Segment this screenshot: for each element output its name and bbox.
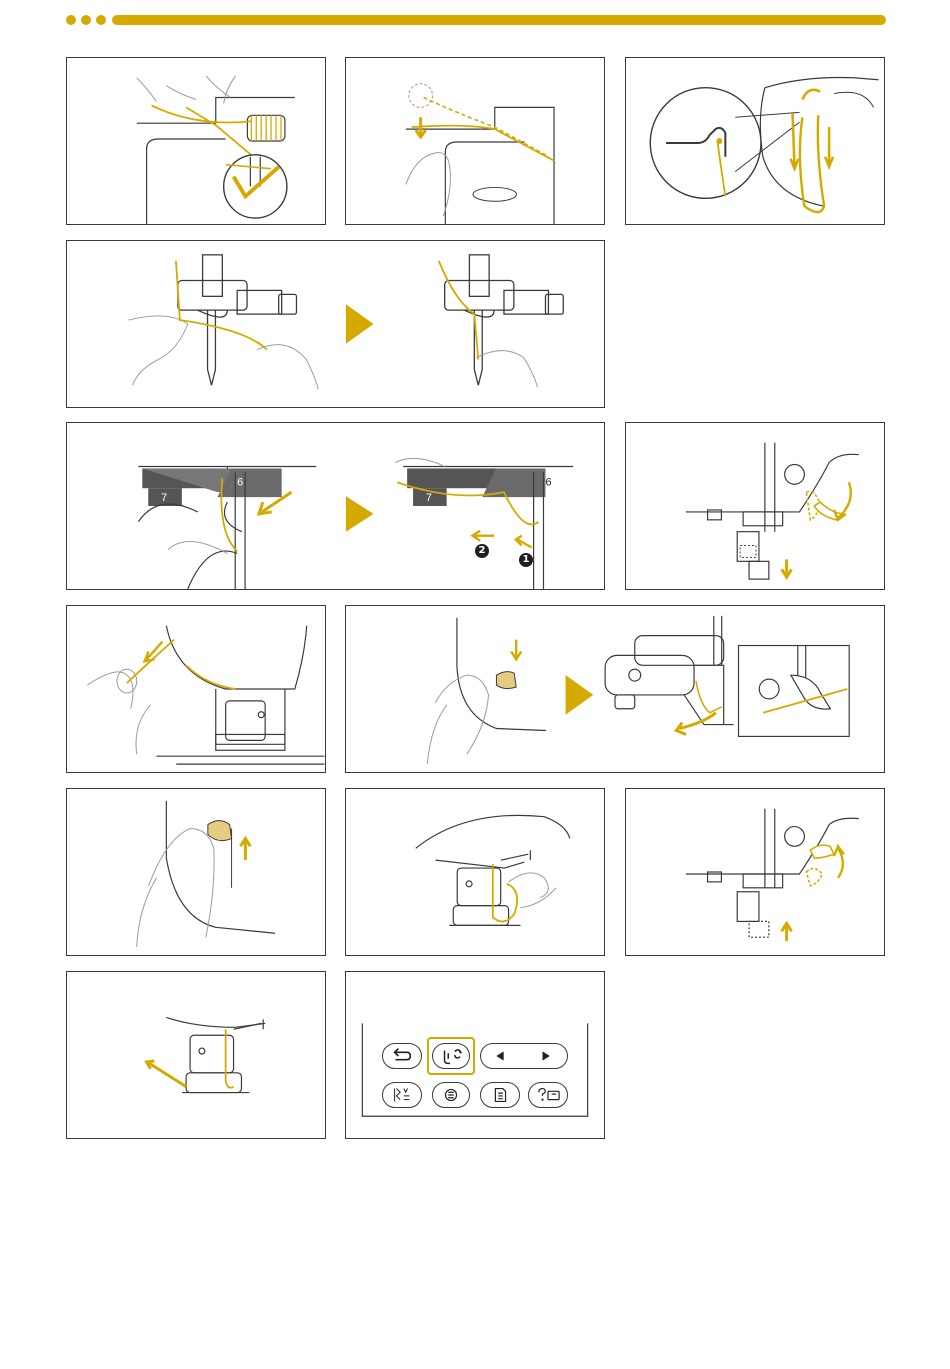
- header-dot: [96, 15, 106, 25]
- header-dot: [66, 15, 76, 25]
- header-stripe: [66, 14, 886, 26]
- help-machine-icon: [539, 1089, 559, 1101]
- figure-thread-take-up: [625, 57, 885, 225]
- figure-pull-thread-back: [66, 971, 326, 1139]
- document-button[interactable]: [480, 1082, 520, 1108]
- figure-control-panel: [345, 971, 605, 1139]
- stitch-pattern-icon: [395, 1089, 410, 1102]
- needle-threader-button[interactable]: [432, 1043, 470, 1069]
- figure-pull-thread-loop: [345, 788, 605, 956]
- return-arrow-icon: [395, 1049, 411, 1060]
- figure-lower-threading-lever: [345, 605, 885, 773]
- tension-dial-number: 7: [161, 492, 167, 504]
- right-triangle-icon: [542, 1051, 549, 1060]
- header-dot: [81, 15, 91, 25]
- left-triangle-icon: [496, 1051, 503, 1060]
- step-badge-2: 2: [475, 544, 489, 558]
- document-icon: [495, 1089, 505, 1102]
- tension-dial-number: 7: [426, 492, 432, 504]
- guide-number: 6: [237, 476, 243, 488]
- header-bar: [112, 15, 886, 25]
- guide-number: 6: [545, 476, 551, 488]
- figure-thread-through-presser-foot: [66, 605, 326, 773]
- figure-release-threading-lever: [66, 788, 326, 956]
- thread-button[interactable]: [432, 1082, 470, 1108]
- figure-raise-presser-lever: [625, 788, 885, 956]
- needle-threader-icon: [445, 1050, 462, 1063]
- figure-lower-presser-lever: [625, 422, 885, 590]
- back-button[interactable]: [382, 1043, 422, 1069]
- help-button[interactable]: [528, 1082, 568, 1108]
- spool-icon: [445, 1089, 456, 1100]
- figure-pull-thread-guide: [345, 57, 605, 225]
- figure-needle-bar-guide: [66, 240, 605, 408]
- step-badge-1: 1: [519, 553, 533, 567]
- stitch-pattern-button[interactable]: [382, 1082, 422, 1108]
- figure-tension-dial-and-guide: 7 7 6 6 2 1: [66, 422, 605, 590]
- figure-hold-thread-spool: [66, 57, 326, 225]
- prev-next-button[interactable]: [480, 1043, 568, 1069]
